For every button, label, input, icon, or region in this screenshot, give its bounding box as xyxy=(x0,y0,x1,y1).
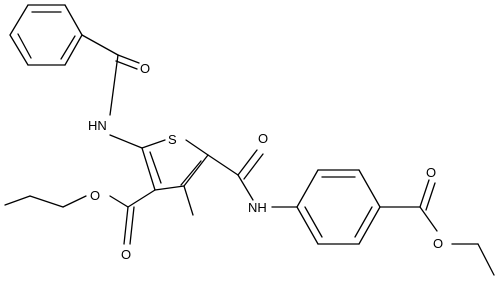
bond-c5-co xyxy=(207,154,239,176)
atom-nh-left: HN xyxy=(88,118,107,133)
bond-ester-o-double-left-1 xyxy=(123,206,129,245)
bond-ch2-ch3-right xyxy=(477,243,495,276)
bond-ch2-ch3-left xyxy=(29,195,64,208)
bond-o-ch2-left xyxy=(62,195,87,208)
bond-co-o-1 xyxy=(117,54,140,64)
bond-ester-o-double-left-2 xyxy=(129,206,135,245)
bond-ester-o-double-1 xyxy=(419,179,430,208)
bond-ester-o-double-2 xyxy=(425,182,436,211)
right-phenyl-ring xyxy=(296,169,381,245)
bond-c4-methyl xyxy=(183,185,194,216)
atom-sulfur: S xyxy=(168,132,177,147)
atom-o-carboxamide: O xyxy=(258,131,268,146)
bond-nh-c2 xyxy=(109,134,143,149)
bond-co-nh xyxy=(109,54,119,116)
atom-o-ester-right-double: O xyxy=(426,165,436,180)
bond-co-o-2 xyxy=(115,60,138,70)
atom-o-benzoyl: O xyxy=(140,61,150,76)
atom-nh-right: NH xyxy=(248,200,267,215)
bond-ester-o-single-left xyxy=(109,195,129,208)
bond-c3-ester xyxy=(127,189,156,208)
thiophene-ring xyxy=(141,139,209,191)
atom-o-ester-left-double: O xyxy=(121,247,131,262)
atom-o-ester-right-single: O xyxy=(433,236,443,251)
bond-co2-nh xyxy=(237,174,254,201)
bond-ch3-end-left xyxy=(4,195,31,206)
bond-co2-o-2 xyxy=(243,153,264,180)
bond-ph-co xyxy=(81,34,119,56)
bond-co2-o-1 xyxy=(237,149,258,176)
benzoyl-phenyl-ring xyxy=(9,4,83,66)
atom-o-ester-left-single: O xyxy=(90,188,100,203)
bond-ester-o-single xyxy=(419,206,438,232)
